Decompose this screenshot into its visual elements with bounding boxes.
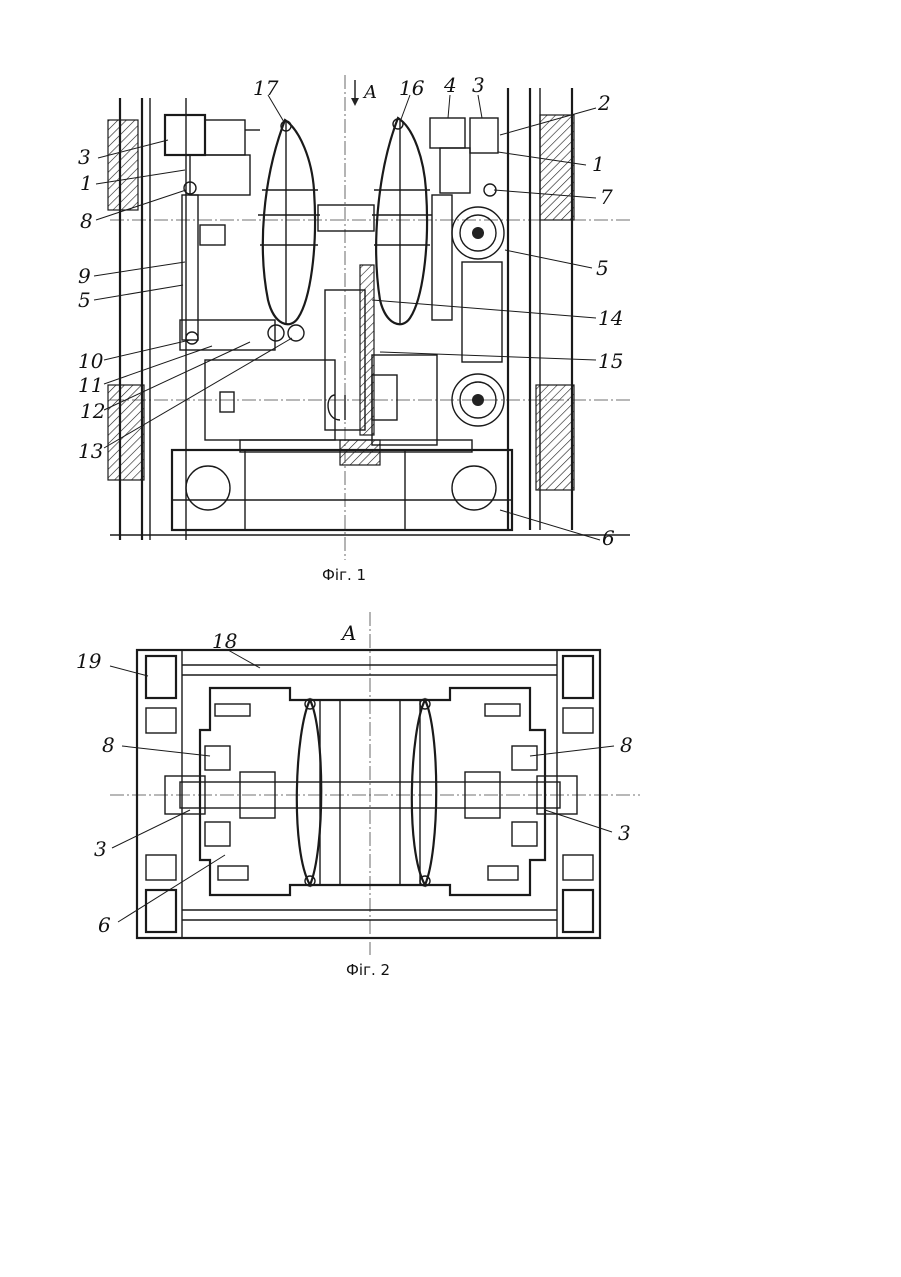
callout-7: 7: [600, 185, 613, 209]
sheave-right-topview: [412, 699, 436, 886]
callout-3: 3: [472, 73, 485, 97]
callout-3: 3: [78, 145, 91, 169]
central-shaft: [318, 205, 374, 231]
callout-1: 1: [80, 171, 93, 195]
callout-6: 6: [98, 913, 111, 937]
sheave-16: [372, 118, 432, 325]
callout-6: 6: [602, 526, 615, 550]
section-arrow-a: A: [351, 80, 377, 106]
callout-11: 11: [78, 373, 103, 397]
left-frame-column: [108, 98, 186, 540]
callout-8: 8: [620, 733, 633, 757]
callout-5: 5: [78, 288, 91, 312]
callout-18: 18: [212, 629, 237, 653]
callout-8: 8: [102, 733, 115, 757]
carriage-body: [200, 688, 545, 895]
callout-1: 1: [592, 152, 605, 176]
callout-12: 12: [80, 399, 105, 423]
section-label-a: A: [340, 621, 356, 645]
right-drive-assembly: [430, 118, 504, 426]
section-label-a: A: [362, 82, 377, 103]
figure-1-caption: Фіг. 1: [322, 566, 366, 584]
callout-14: 14: [598, 306, 623, 330]
figure-2: A 18 19 8 8 3 3 6 Фіг. 2: [76, 612, 640, 979]
callout-15: 15: [598, 349, 623, 373]
sheave-17: [258, 120, 320, 325]
callout-9: 9: [78, 264, 91, 288]
figure-2-caption: Фіг. 2: [346, 961, 390, 979]
callout-16: 16: [399, 76, 425, 100]
callout-10: 10: [78, 349, 104, 373]
callout-19: 19: [76, 649, 102, 673]
callout-17: 17: [253, 76, 279, 100]
callout-3: 3: [618, 821, 631, 845]
callout-3: 3: [94, 837, 107, 861]
sheave-left-topview: [297, 699, 321, 886]
callout-5: 5: [596, 256, 609, 280]
callout-2: 2: [597, 91, 611, 115]
callout-13: 13: [78, 439, 103, 463]
right-frame-column: [508, 88, 574, 530]
figure-1: A 17 16 4 3 2 3 1 1 8 7 5 9: [78, 73, 630, 584]
callout-8: 8: [80, 209, 93, 233]
callout-4: 4: [443, 73, 457, 97]
